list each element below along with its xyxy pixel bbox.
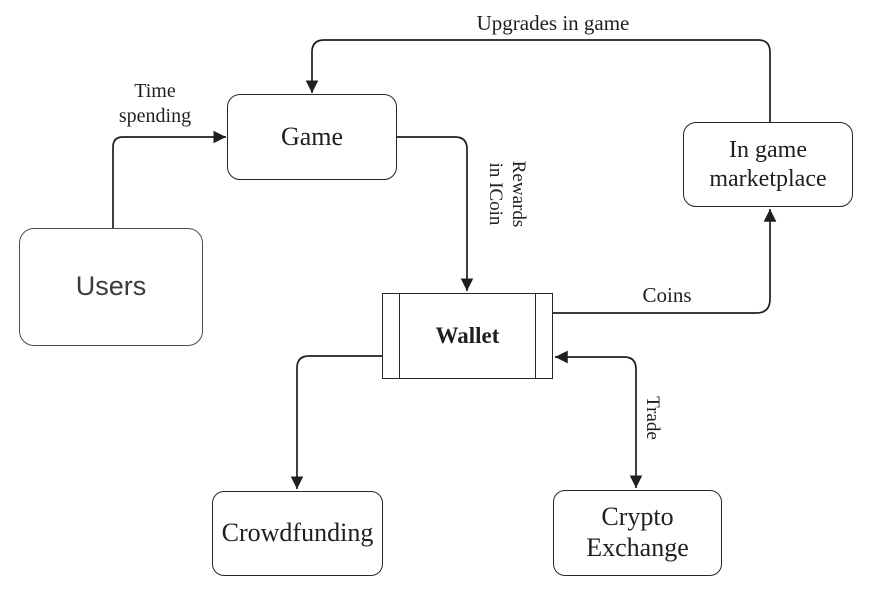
node-crypto-exchange-label: Crypto Exchange	[586, 502, 689, 562]
edge-label-time-spending: Time spending	[118, 80, 192, 127]
edge-label-upgrades-in-game: Upgrades in game	[476, 11, 630, 35]
node-game: Game	[227, 94, 397, 180]
edge-wallet-to-crowdfunding	[290, 355, 382, 489]
node-wallet: Wallet	[382, 293, 553, 379]
wallet-inner-line-left	[399, 294, 400, 378]
node-crypto-exchange: Crypto Exchange	[553, 490, 722, 576]
edge-label-coins: Coins	[642, 283, 692, 307]
node-wallet-label: Wallet	[435, 323, 500, 349]
node-users-label: Users	[75, 271, 147, 302]
edge-crypto-exchange-to-wallet	[555, 350, 643, 488]
node-in-game-marketplace-label: In game marketplace	[709, 137, 827, 192]
node-crowdfunding: Crowdfunding	[212, 491, 383, 576]
node-crowdfunding-label: Crowdfunding	[221, 518, 374, 548]
node-in-game-marketplace: In game marketplace	[683, 122, 853, 207]
edge-label-trade: Trade	[642, 396, 663, 440]
node-users: Users	[19, 228, 203, 346]
node-game-label: Game	[280, 121, 344, 151]
edge-game-to-wallet	[397, 136, 474, 291]
edge-users-to-game	[112, 130, 226, 228]
edge-label-rewards-in-icoin: Rewards in ICoin	[485, 160, 529, 228]
edge-wallet-to-marketplace	[553, 209, 777, 314]
wallet-inner-line-right	[535, 294, 536, 378]
edge-marketplace-to-game	[305, 39, 771, 122]
